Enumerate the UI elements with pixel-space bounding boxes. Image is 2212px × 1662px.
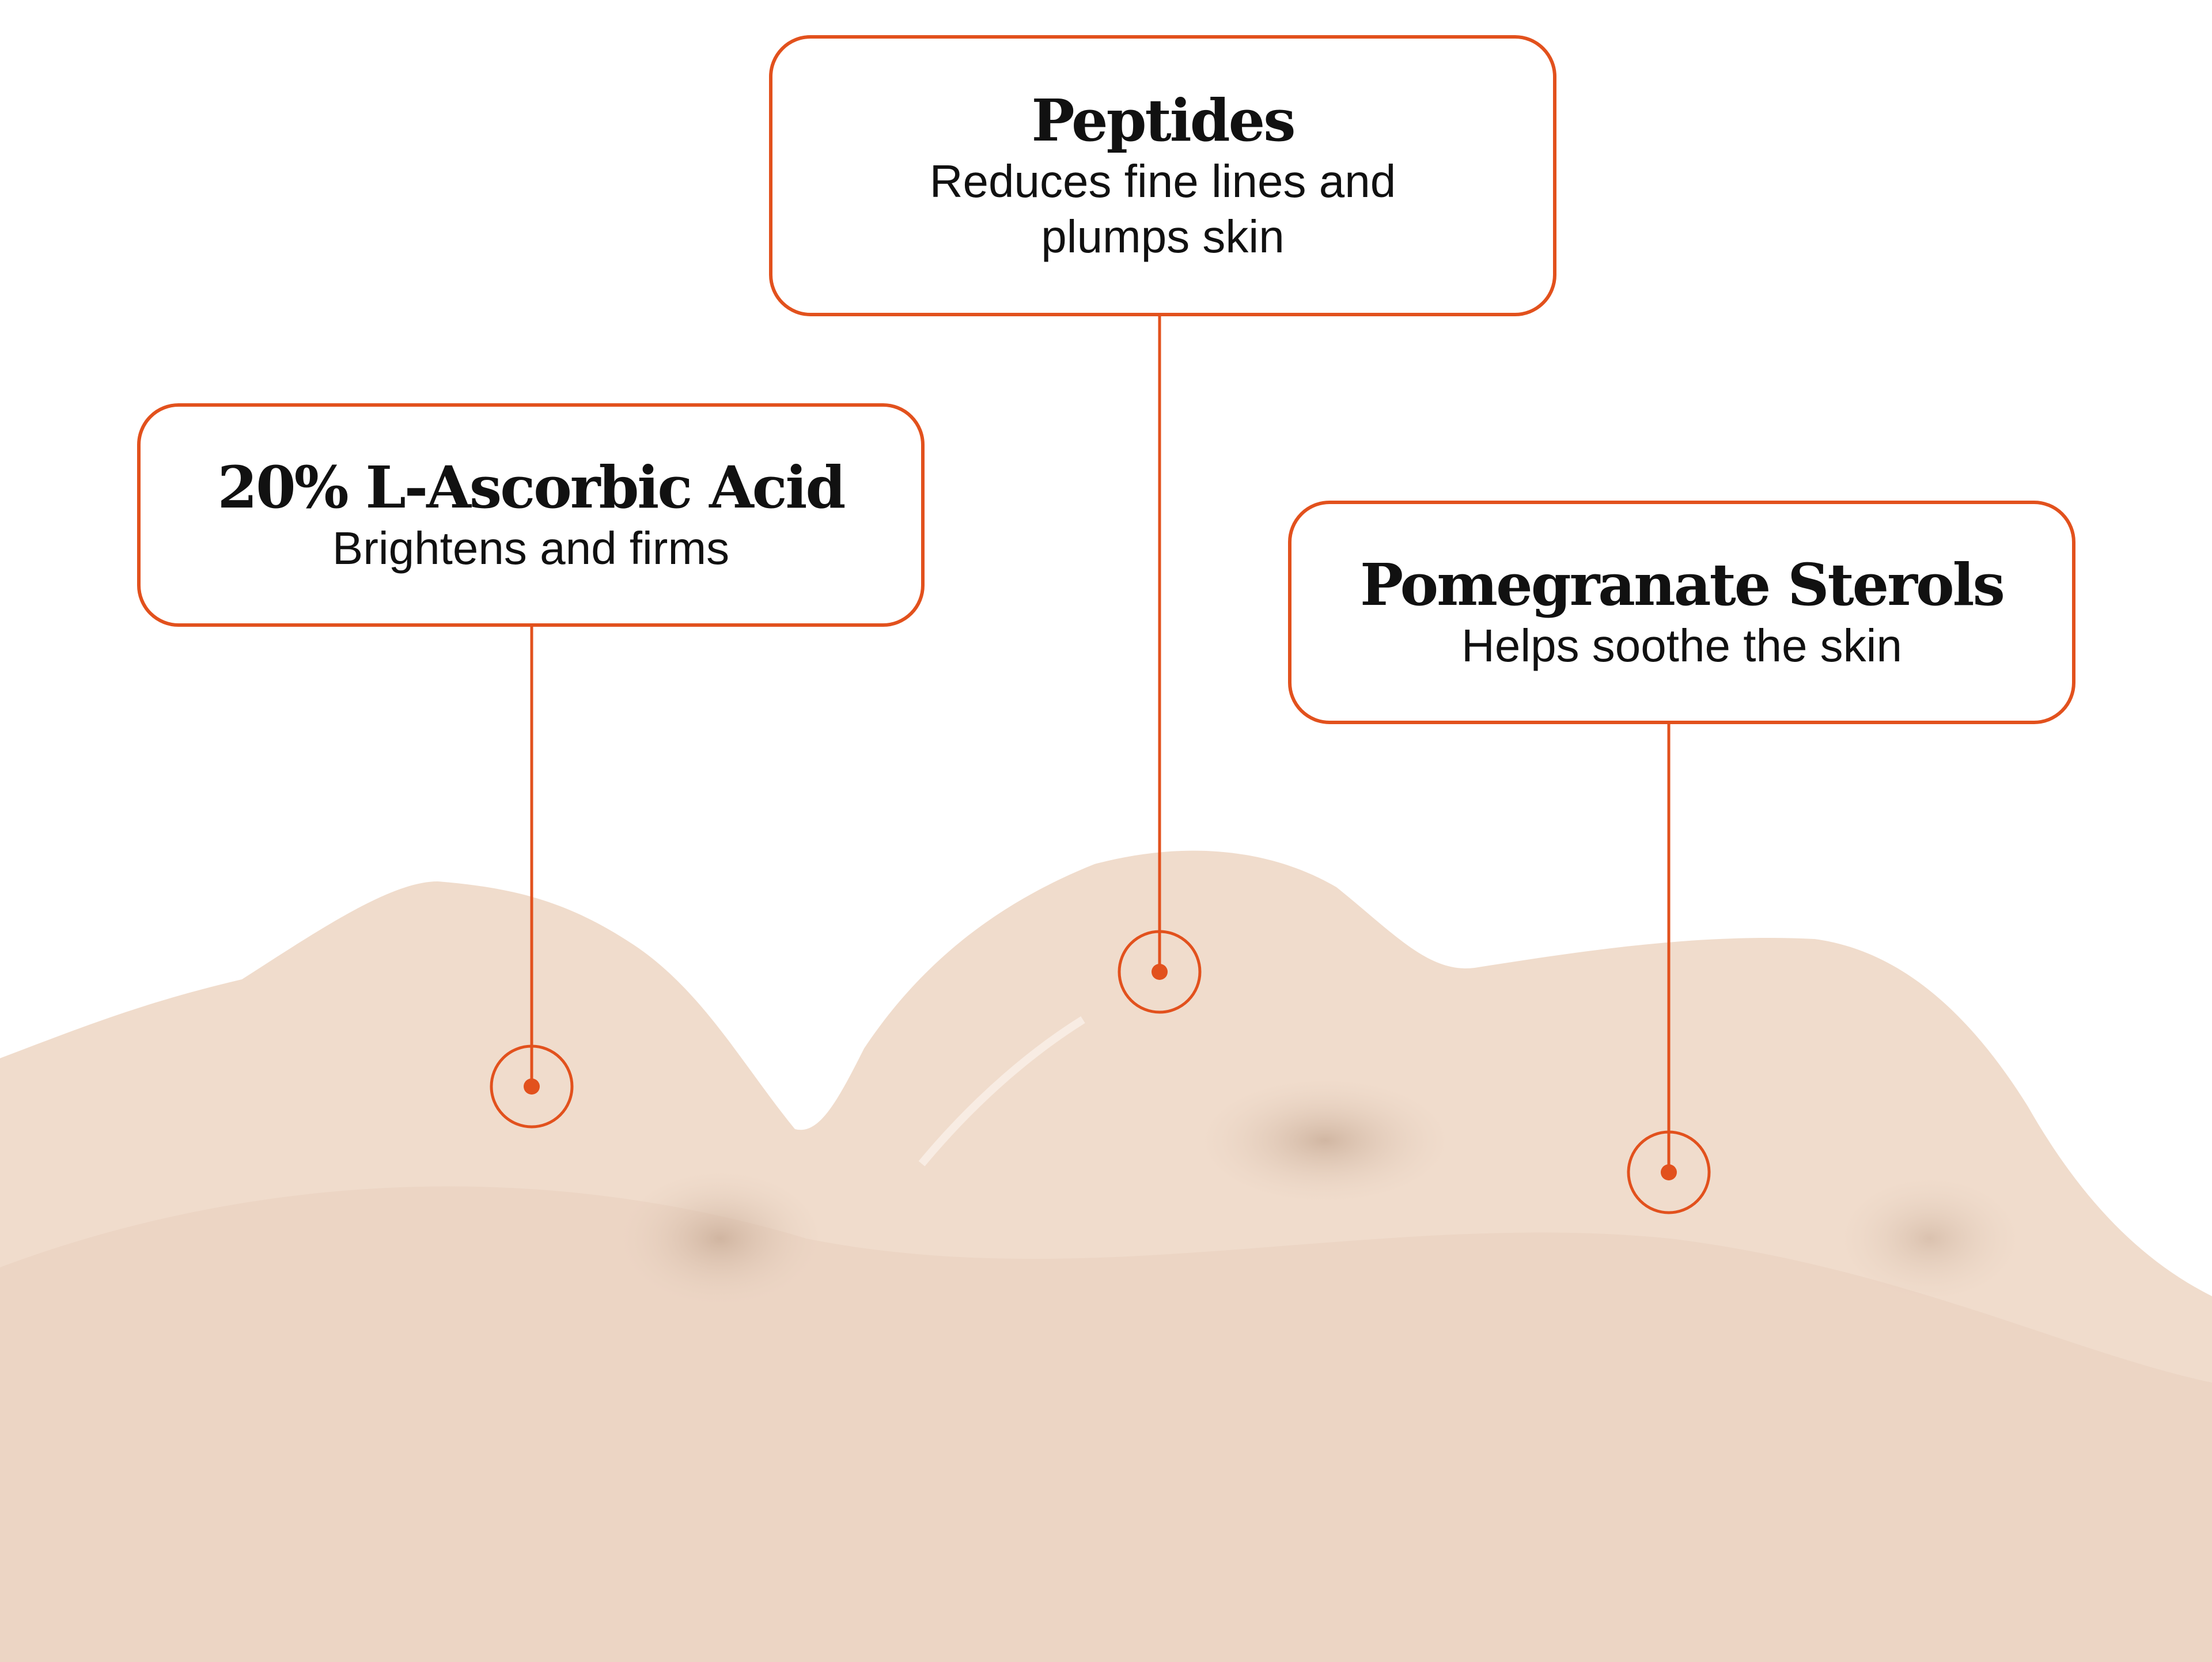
callout-description: Brightens and firms xyxy=(332,522,730,574)
callout-pomegranate-sterols: Pomegranate Sterols Helps soothe the ski… xyxy=(1288,501,2075,724)
callout-ascorbic-acid: 20% L-Ascorbic Acid Brightens and firms xyxy=(137,403,925,627)
callout-description: Reduces fine lines and plumps skin xyxy=(929,155,1396,262)
connector-1 xyxy=(490,627,574,1129)
marker-dot xyxy=(1152,964,1168,980)
callout-title: Pomegranate Sterols xyxy=(1360,550,2005,619)
callout-title: Peptides xyxy=(1031,86,1296,154)
callout-peptides: Peptides Reduces fine lines and plumps s… xyxy=(769,35,1556,316)
callout-description: Helps soothe the skin xyxy=(1461,619,1902,671)
marker-dot xyxy=(1661,1164,1677,1180)
connector-3 xyxy=(1627,724,1711,1214)
marker-dot xyxy=(524,1078,540,1095)
connector-2 xyxy=(1118,316,1202,1014)
callout-title: 20% L-Ascorbic Acid xyxy=(217,453,846,521)
